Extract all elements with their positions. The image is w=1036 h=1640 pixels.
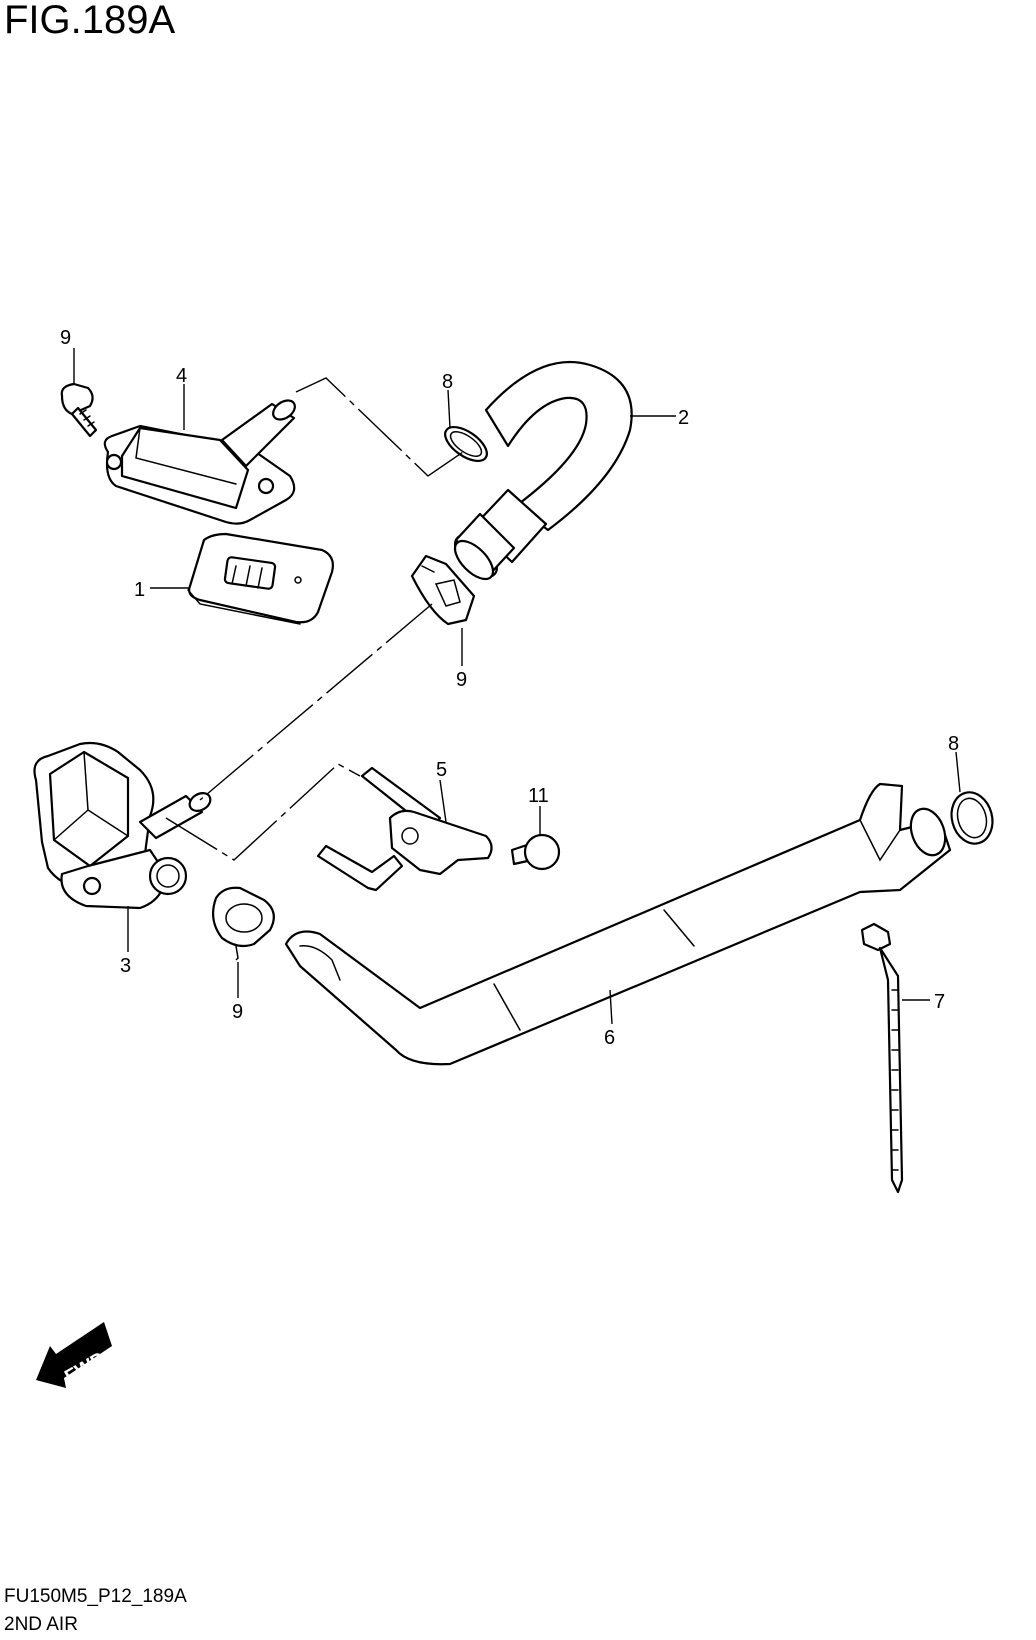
callout-labels: 9 4 1 8 2 9 3 5 11 8 6 7 9 bbox=[60, 327, 959, 1049]
callout-10: 9 bbox=[60, 327, 71, 349]
part-4-reed-valve-cover[interactable] bbox=[103, 397, 299, 525]
figure-title: FIG.189A bbox=[4, 0, 176, 42]
callout-11: 11 bbox=[528, 785, 549, 807]
callout-4: 4 bbox=[176, 365, 187, 387]
figure-code: FU150M5_P12_189A bbox=[4, 1586, 187, 1607]
part-11-screw[interactable] bbox=[510, 833, 561, 871]
part-10-bolt[interactable] bbox=[60, 382, 98, 438]
part-7-cable-tie[interactable] bbox=[860, 922, 904, 1194]
callout-8-top: 8 bbox=[442, 371, 453, 393]
callout-6: 6 bbox=[604, 1027, 615, 1049]
callout-8-right: 8 bbox=[948, 733, 959, 755]
callout-7: 7 bbox=[934, 991, 945, 1013]
part-9-clamp-bottom[interactable] bbox=[211, 886, 275, 959]
part-2-hose[interactable] bbox=[448, 360, 633, 585]
part-5-pipe[interactable] bbox=[316, 766, 493, 892]
part-1-reed-valve[interactable] bbox=[187, 532, 334, 625]
callout-5: 5 bbox=[436, 759, 447, 781]
part-3-air-valve[interactable] bbox=[33, 741, 214, 910]
assembly-lines bbox=[165, 377, 467, 961]
callout-2: 2 bbox=[678, 407, 689, 429]
part-8-clip-right[interactable] bbox=[946, 788, 998, 849]
part-8-clip-top[interactable] bbox=[439, 420, 492, 467]
leader-lines bbox=[73, 348, 961, 1025]
part-9-clamp-top[interactable] bbox=[410, 554, 476, 626]
fwd-arrow-icon: FWD bbox=[36, 1322, 112, 1388]
callout-9-bottom: 9 bbox=[232, 1001, 243, 1023]
callout-3: 3 bbox=[120, 955, 131, 977]
part-6-long-hose[interactable] bbox=[284, 782, 952, 1066]
figure-name: 2ND AIR bbox=[4, 1614, 78, 1635]
callout-1: 1 bbox=[134, 579, 145, 601]
callout-9-top: 9 bbox=[456, 669, 467, 691]
